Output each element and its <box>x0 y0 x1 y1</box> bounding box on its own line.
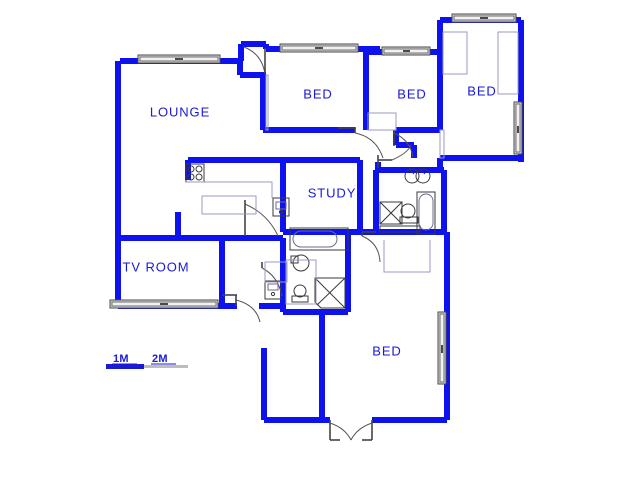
lounge-window <box>137 54 221 64</box>
ensuite-vanity <box>379 225 421 233</box>
scale-tick-2m-label: 2M <box>152 353 168 365</box>
fixtures-layer <box>185 31 519 309</box>
tv-room-window <box>109 299 219 309</box>
study-door <box>361 231 381 263</box>
ensuite-bathtub <box>416 191 436 235</box>
bed-top-2-door <box>393 130 414 158</box>
room-label-study: STUDY <box>308 185 357 200</box>
corridor-furniture <box>383 240 431 273</box>
room-label-tv-room: TV ROOM <box>123 259 190 274</box>
room-label-bed-top-1: BED <box>303 86 332 101</box>
bed-bottom-window <box>437 311 447 385</box>
bed-top-3-furniture-left <box>442 31 468 75</box>
bed-top-1-furniture <box>265 74 269 131</box>
bathroom-toilet <box>291 284 309 303</box>
bed-top-3-furniture-lower <box>439 129 445 159</box>
bathroom-shower <box>314 277 346 309</box>
scale-bar: 1M 2M <box>106 353 188 369</box>
kitchen-island <box>201 195 257 215</box>
bathroom-basin <box>290 254 310 272</box>
kitchen-door <box>244 200 279 237</box>
bathroom-bathtub <box>289 227 349 251</box>
bed-top-3-furniture-right <box>497 31 519 95</box>
kitchen-stove-icon <box>185 163 205 183</box>
room-label-bed-top-2: BED <box>397 86 426 101</box>
walls-layer <box>115 17 524 423</box>
scale-bar-gray-segment <box>144 365 188 368</box>
lounge-entry-door <box>243 46 266 75</box>
bed-top-2-window <box>381 46 431 56</box>
windows-layer <box>109 13 523 385</box>
bathroom-counter <box>264 261 288 283</box>
bed-top-1-door <box>338 127 384 159</box>
bed-bottom-doors <box>329 420 373 441</box>
ensuite-shower <box>379 201 403 225</box>
ensuite-toilet <box>399 203 419 224</box>
kitchen-sink-icon <box>272 197 290 217</box>
room-labels-layer: LOUNGE BED BED BED STUDY TV ROOM BED <box>123 83 496 358</box>
bed-top-3-window-side <box>513 101 523 155</box>
room-label-bed-bottom: BED <box>372 343 401 358</box>
bed-top-3-window <box>451 13 517 23</box>
room-label-lounge: LOUNGE <box>150 104 210 119</box>
scale-tick-1m-label: 1M <box>113 353 129 365</box>
room-label-bed-top-3: BED <box>467 83 496 98</box>
bed-top-1-window <box>279 43 359 53</box>
scale-bar-blue-segment <box>106 364 144 369</box>
bed-top-2-furniture <box>367 112 397 131</box>
bathroom-washbasin <box>264 280 282 300</box>
tv-room-door <box>222 294 261 323</box>
hallway-door <box>377 144 412 168</box>
kitchen-counter <box>186 181 273 198</box>
ensuite-twin-taps-icon <box>404 168 431 184</box>
